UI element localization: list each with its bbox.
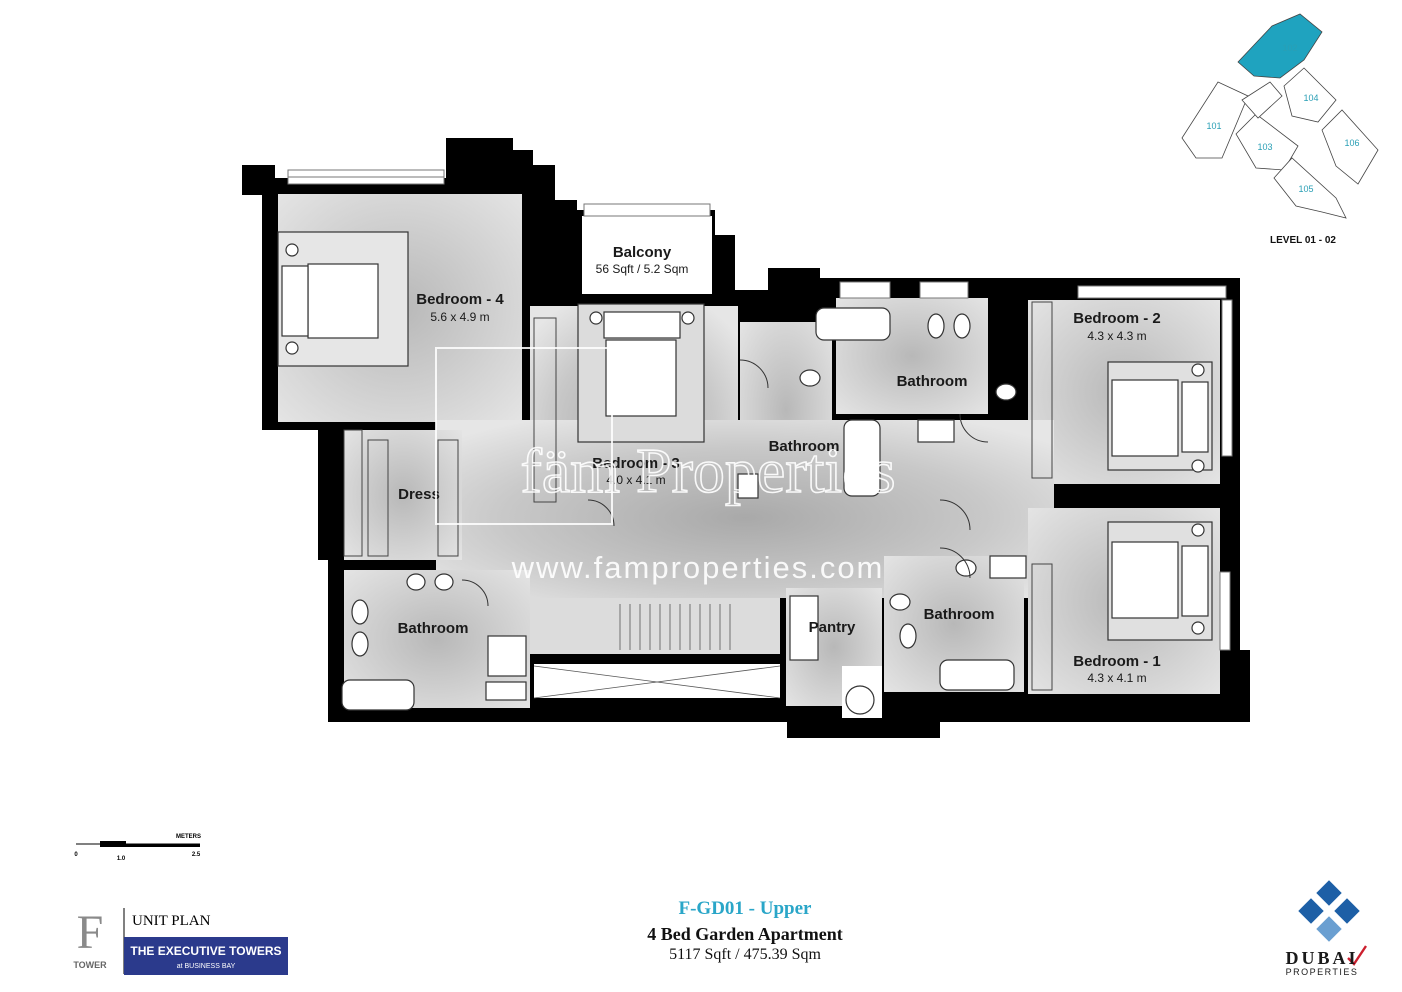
project-badge	[124, 937, 288, 975]
bath-right-name: Bathroom	[924, 606, 995, 623]
bedroom1-dims: 4.3 x 4.1 m	[1087, 671, 1146, 685]
keyplan-unit-106	[1321, 109, 1379, 185]
keyplan-unit-105	[1273, 157, 1347, 219]
check-icon	[1347, 945, 1367, 966]
keyplan-unit-102	[1237, 13, 1323, 79]
doors	[461, 359, 989, 607]
balcony-floor	[582, 216, 712, 294]
scale-bar: METERS 0 1.0 2.5	[74, 834, 201, 862]
room-labels: Bedroom - 4 5.6 x 4.9 m Balcony 56 Sqft …	[398, 244, 1161, 685]
scale-tick-0: 0	[74, 852, 78, 858]
unit-type: 4 Bed Garden Apartment	[647, 924, 843, 944]
tower-badge: F TOWER UNIT PLAN THE EXECUTIVE TOWERS a…	[73, 906, 288, 975]
scale-label: METERS	[176, 834, 201, 840]
keyplan-unit-104	[1283, 67, 1337, 123]
dress-name: Dress	[398, 486, 440, 503]
bedroom1-name: Bedroom - 1	[1073, 653, 1161, 670]
unit-plan-label: UNIT PLAN	[132, 913, 211, 929]
wardrobes	[343, 301, 1053, 691]
keyplan-label-101: 101	[1206, 121, 1221, 131]
bedroom4-name: Bedroom - 4	[416, 291, 504, 308]
keyplan-label-104: 104	[1303, 93, 1318, 103]
watermark-url: www.famproperties.com	[511, 550, 885, 585]
scale-tick-1: 1.0	[117, 856, 126, 862]
stairs	[533, 604, 781, 699]
tower-word: TOWER	[73, 960, 107, 970]
balcony-dims: 56 Sqft / 5.2 Sqm	[596, 262, 689, 276]
unit-area: 5117 Sqft / 475.39 Sqm	[669, 946, 821, 963]
bath-left-name: Bathroom	[398, 620, 469, 637]
balcony-name: Balcony	[613, 244, 672, 261]
project-sub: at BUSINESS BAY	[177, 963, 236, 970]
unit-code: F-GD01 - Upper	[678, 898, 812, 919]
scale-tick-2: 2.5	[192, 852, 201, 858]
watermark: fäm Properties www.famproperties.com	[435, 347, 896, 585]
project-name: THE EXECUTIVE TOWERS	[130, 944, 281, 958]
watermark-brand: fäm Properties	[521, 435, 896, 506]
fixtures	[277, 231, 1213, 715]
bedroom4-dims: 5.6 x 4.9 m	[430, 310, 489, 324]
developer-bottom: PROPERTIES	[1286, 967, 1359, 977]
bedroom3-dims: 4.0 x 4.1 m	[606, 473, 665, 487]
keyplan-unit-101	[1181, 81, 1249, 159]
bath-top-name: Bathroom	[897, 373, 968, 390]
keyplan-label-102: 102	[1282, 43, 1297, 53]
dress-floor	[344, 430, 462, 560]
keyplan-level: LEVEL 01 - 02	[1270, 235, 1336, 246]
bedroom2-name: Bedroom - 2	[1073, 310, 1161, 327]
pantry-name: Pantry	[809, 619, 856, 636]
keyplan-unit-103	[1235, 113, 1299, 171]
keyplan-core	[1241, 81, 1283, 119]
bedroom3-name: Bedroom - 3	[592, 455, 680, 472]
windows	[287, 169, 1233, 651]
stairs-floor	[530, 598, 780, 654]
developer-top: DUBAI	[1285, 948, 1358, 968]
keyplan-label-106: 106	[1344, 138, 1359, 148]
key-plan: 102 101 104 103 106 105 LEVEL 01 - 02	[1181, 13, 1379, 246]
bath-mid-name: Bathroom	[769, 438, 840, 455]
keyplan-label-103: 103	[1257, 142, 1272, 152]
bedroom2-dims: 4.3 x 4.3 m	[1087, 329, 1146, 343]
tower-letter: F	[77, 906, 104, 959]
developer-logo: DUBAI PROPERTIES	[1285, 880, 1367, 977]
keyplan-label-105: 105	[1298, 184, 1313, 194]
